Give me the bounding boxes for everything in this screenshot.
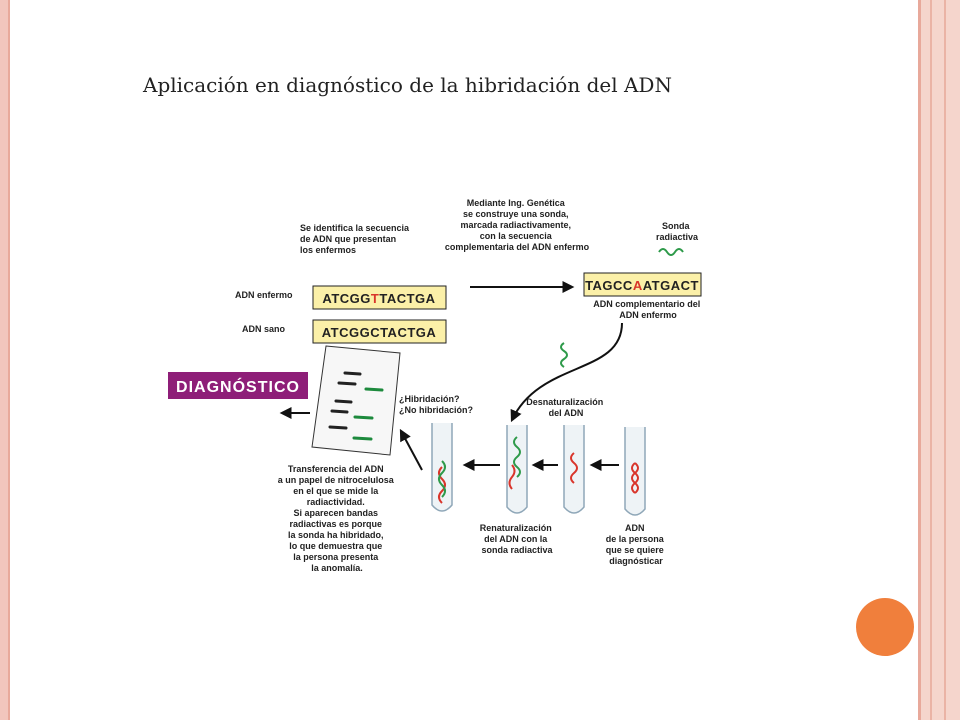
identify-text: Se identifica la secuencia de ADN que pr… [300,223,412,255]
seq-box-enfermo [312,285,447,310]
seq-complement: TAGCCAATGACT [585,278,699,293]
hybrid-question: ¿Hibridación? ¿No hibridación? [399,394,473,415]
transfer-text: Transferencia del ADN a un papel de nitr… [278,464,397,573]
right-frame-line [944,0,946,720]
free-probe-squiggle [560,342,568,368]
test-tube-4 [624,427,646,516]
label-enfermo: ADN enfermo [235,290,293,300]
slide-title: Aplicación en diagnóstico de la hibridac… [143,73,672,97]
diagnostico-label: DIAGNÓSTICO [176,377,300,396]
dna-hybridization-diagram: Se identifica la secuencia de ADN que pr… [160,195,705,590]
patient-text: ADN de la persona que se quiere diagnóst… [606,523,667,566]
engineering-text: Mediante Ing. Genética se construye una … [445,198,590,252]
label-sano: ADN sano [242,324,286,334]
renat-text: Renaturalización del ADN con la sonda ra… [480,523,555,555]
test-tube-2 [506,425,528,514]
seq-box-complement [583,272,702,297]
membrane-bands [328,371,384,441]
test-tube-3 [563,425,585,514]
test-tube-1 [431,423,453,512]
left-frame-line [8,0,10,720]
diagnostico-badge [168,372,308,399]
right-frame-line [918,0,921,720]
seq-sano: ATCGGCTACTGA [322,325,437,340]
probe-squiggle [658,248,684,256]
left-frame-border [0,0,8,720]
seq-enfermo: ATCGGTTACTGA [322,291,435,306]
probe-label: Sonda radiactiva [656,221,699,242]
denat-label: Desnaturalización del ADN [526,397,606,418]
seq-box-sano [312,319,447,344]
complement-caption: ADN complementario del ADN enfermo [593,299,703,320]
right-frame-line [930,0,932,720]
arrow-tube-to-paper [399,428,423,471]
orange-circle-decoration [856,598,914,656]
right-frame-border [918,0,960,720]
arrow-probe-to-tubes [510,322,623,423]
